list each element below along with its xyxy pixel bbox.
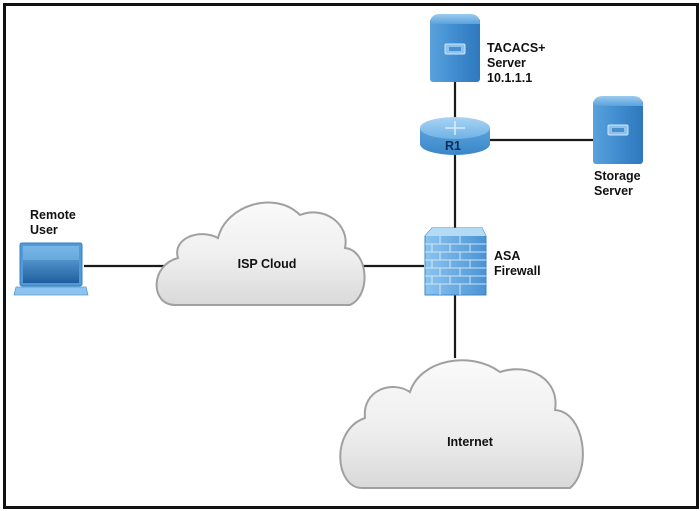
storage-server-icon[interactable] — [593, 96, 643, 164]
remote-user-label-line-2: User — [30, 223, 58, 237]
asa-firewall-label: ASA Firewall — [494, 249, 541, 279]
remote-user-label-line-1: Remote — [30, 208, 76, 222]
asa-firewall-icon[interactable] — [424, 227, 487, 296]
storage-label-line-2: Server — [594, 184, 633, 198]
isp-cloud-icon[interactable] — [155, 201, 366, 306]
remote-user-label: Remote User — [30, 208, 76, 238]
internet-cloud-icon[interactable] — [339, 359, 584, 489]
tacacs-server-icon[interactable] — [430, 14, 480, 82]
storage-server-label: Storage Server — [594, 169, 641, 199]
tacacs-label-line-1: TACACS+ — [487, 41, 546, 55]
tacacs-label-line-3: 10.1.1.1 — [487, 71, 533, 85]
storage-label-line-1: Storage — [594, 169, 641, 183]
asa-label-line-1: ASA — [494, 249, 521, 263]
isp-cloud-label: ISP Cloud — [237, 257, 297, 271]
tacacs-label-line-2: Server — [487, 56, 526, 70]
remote-user-laptop-icon[interactable] — [13, 242, 89, 296]
tacacs-server-label: TACACS+ Server 10.1.1.1 — [487, 41, 545, 86]
links — [84, 82, 595, 358]
asa-label-line-2: Firewall — [494, 264, 541, 278]
internet-cloud-label: Internet — [447, 435, 493, 449]
router-r1-icon[interactable] — [420, 117, 490, 155]
router-r1-label: R1 — [445, 139, 461, 153]
